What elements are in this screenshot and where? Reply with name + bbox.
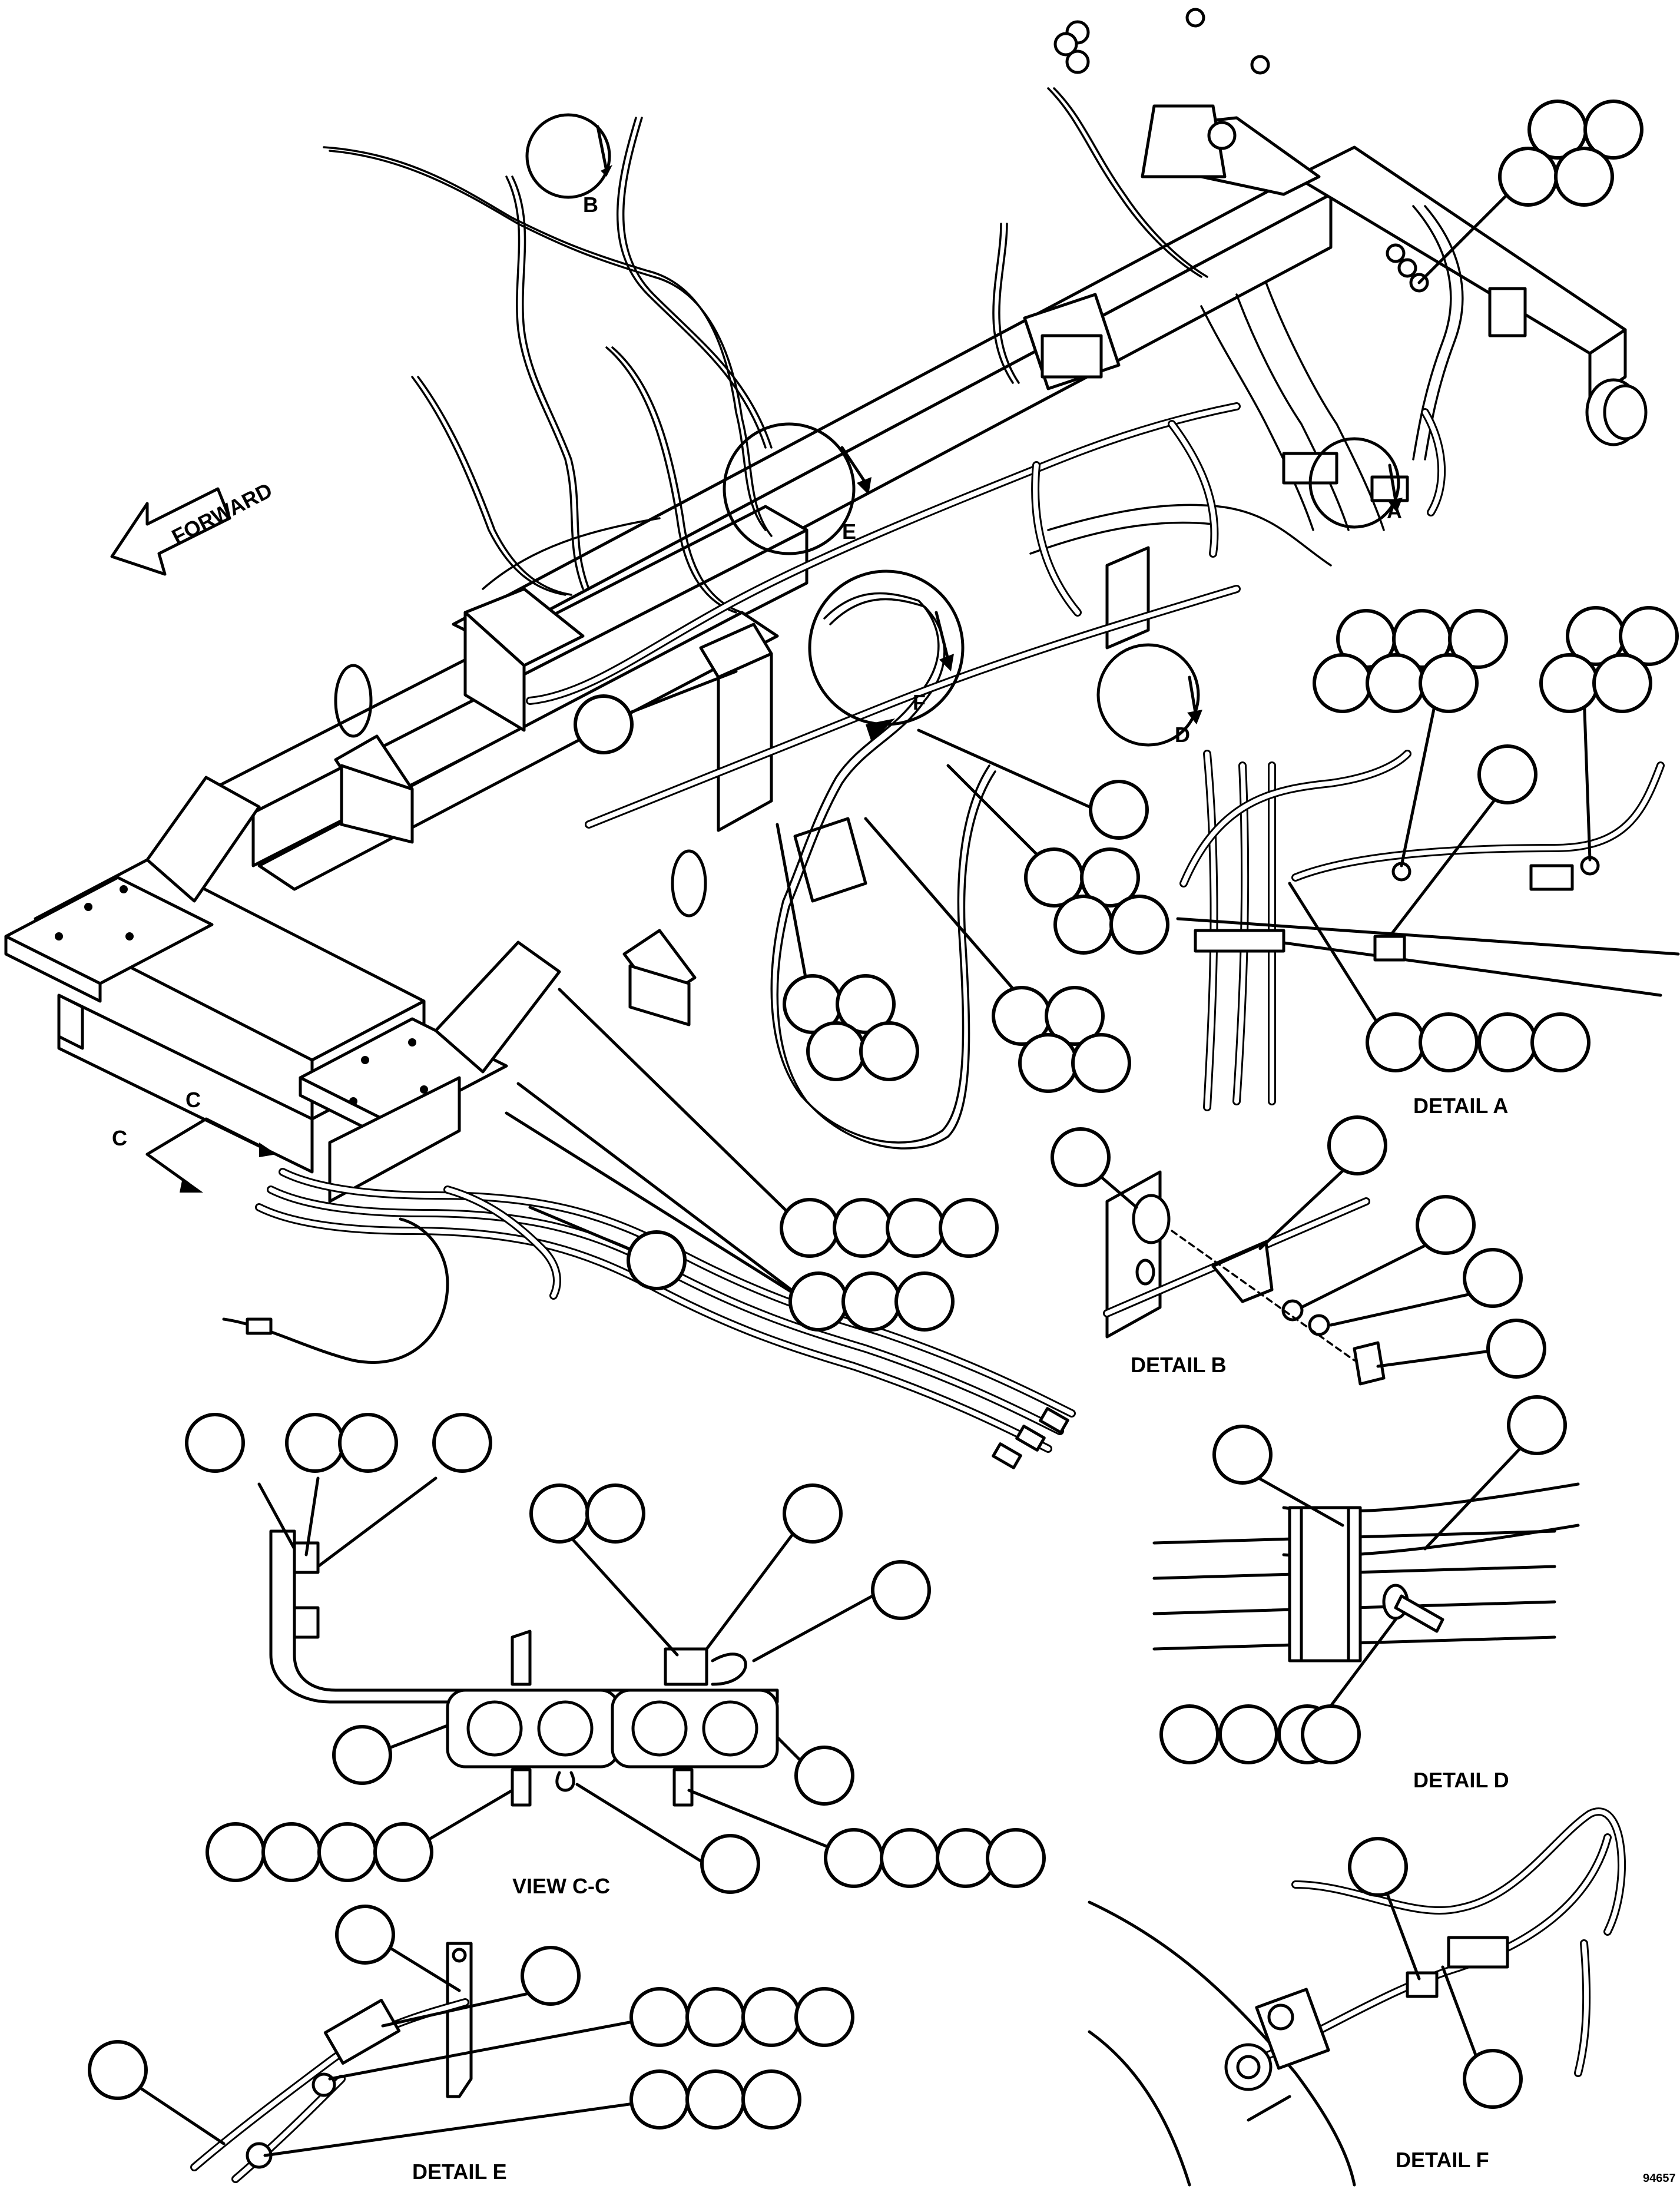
marker-b: B <box>583 193 598 217</box>
marker-c-upper: C <box>185 1088 201 1112</box>
marker-e: E <box>842 519 856 544</box>
detail-e-label: DETAIL E <box>412 2160 507 2184</box>
detail-a-label: DETAIL A <box>1413 1094 1508 1118</box>
callout-balloons-main <box>505 100 1643 1332</box>
view-cc: VIEW C-C <box>185 1413 1046 1898</box>
marker-c-lower: C <box>112 1126 127 1150</box>
drawing-number: 94657 <box>1643 2172 1676 2185</box>
detail-e: DETAIL E <box>88 1905 854 2184</box>
marker-d: D <box>1175 723 1190 747</box>
detail-f-label: DETAIL F <box>1396 2148 1489 2172</box>
marker-f: F <box>913 690 926 714</box>
forward-arrow: FORWARD <box>110 478 276 576</box>
marker-a: A <box>1387 499 1402 523</box>
detail-indicators: B E F A D C C <box>112 113 1403 1193</box>
detail-b: DETAIL B <box>1051 1115 1546 1386</box>
detail-a: DETAIL A <box>1176 606 1680 1118</box>
detail-d: DETAIL D <box>1152 1395 1580 1792</box>
detail-f: DETAIL F 94657 <box>1088 1807 1676 2187</box>
detail-b-label: DETAIL B <box>1131 1353 1227 1377</box>
detail-d-label: DETAIL D <box>1413 1768 1509 1792</box>
hose-bundle <box>222 8 1527 1469</box>
view-cc-label: VIEW C-C <box>512 1874 610 1898</box>
